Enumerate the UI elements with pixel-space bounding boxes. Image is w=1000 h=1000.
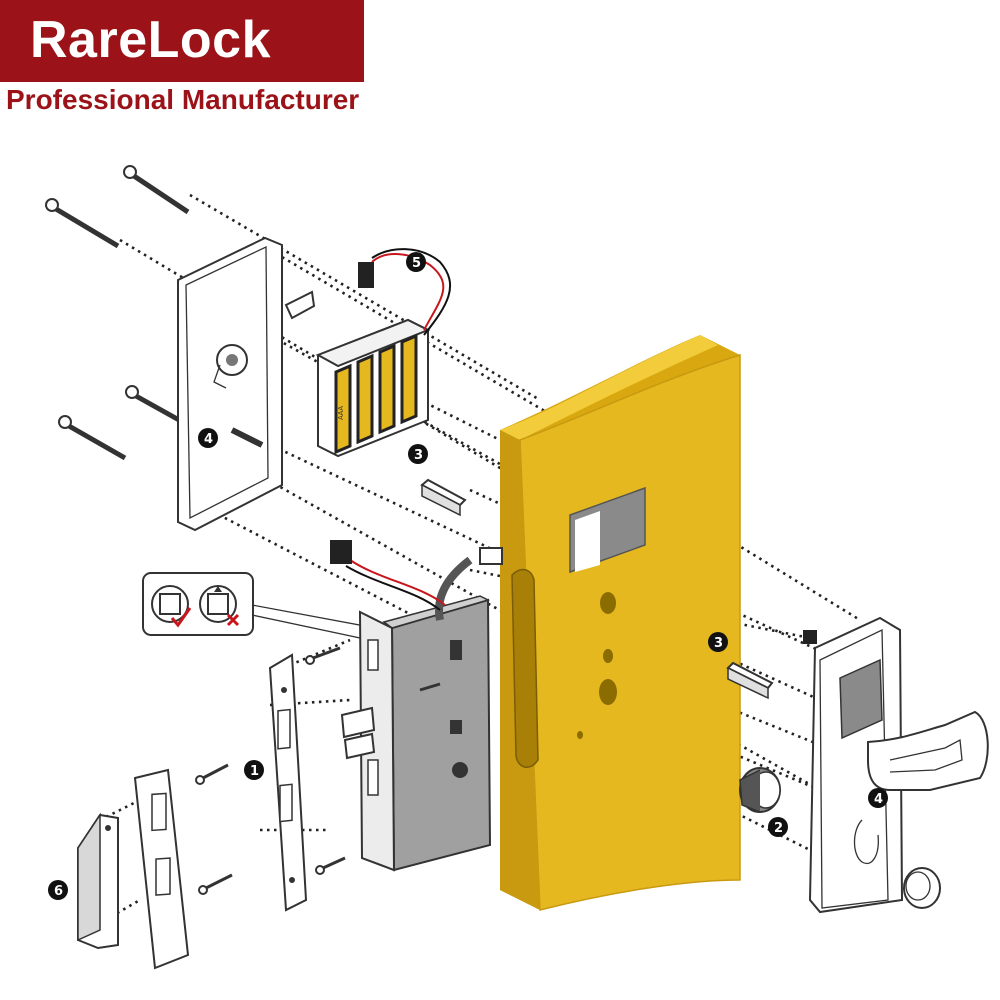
front-plate [803,616,989,914]
callout-2-key-cylinder: 2 [768,817,788,837]
key-cylinder [739,767,781,813]
orientation-inset [142,572,441,656]
rose-cap [903,867,941,909]
battery-pack: AAA [315,248,451,458]
callout-4-back-plate: 4 [198,428,218,448]
battery-label: AAA [338,406,345,420]
mortise-faceplate [268,653,308,912]
wire-connector [330,540,352,564]
svg-text:4: 4 [874,792,883,807]
battery-cells [334,333,418,455]
screw-top-1 [123,165,190,215]
callouts: 1 2 3 3 4 4 5 6 [48,252,888,900]
screw-strike-top [195,763,229,785]
screw-strike-bottom [198,873,233,895]
strike-plate [133,768,190,970]
strike-box [77,812,119,950]
door-slab [500,335,741,911]
wrong-orientation-icon [199,585,240,627]
back-plate [177,236,316,532]
brand-logo-box: RareLock [0,0,364,82]
mortise-connector [479,547,503,565]
brand-logo-text: RareLock [30,11,271,69]
svg-text:5: 5 [412,256,421,271]
callout-4-front-plate: 4 [868,788,888,808]
spindle-front [726,661,774,700]
lever-handle [867,710,989,791]
svg-text:4: 4 [204,432,213,447]
svg-text:1: 1 [250,764,259,779]
battery-connector [358,262,374,288]
callout-3-spindle-back: 3 [408,444,428,464]
svg-text:3: 3 [714,636,723,651]
screw-faceplate-bottom [315,856,346,875]
screw-mid-2 [58,415,127,461]
callout-3-spindle-front: 3 [708,632,728,652]
screw-top-2 [45,198,120,249]
mortise-lock-body [330,540,503,872]
svg-text:2: 2 [774,821,783,836]
screw-faceplate-top [305,646,341,665]
callout-6-strike-box: 6 [48,880,68,900]
svg-text:6: 6 [54,884,63,899]
spindle-back [420,478,467,517]
correct-orientation-icon [151,585,192,628]
brand-tagline: Professional Manufacturer [6,84,360,115]
svg-text:3: 3 [414,448,423,463]
callout-5-battery-cable: 5 [406,252,426,272]
callout-1-mortise-faceplate: 1 [244,760,264,780]
